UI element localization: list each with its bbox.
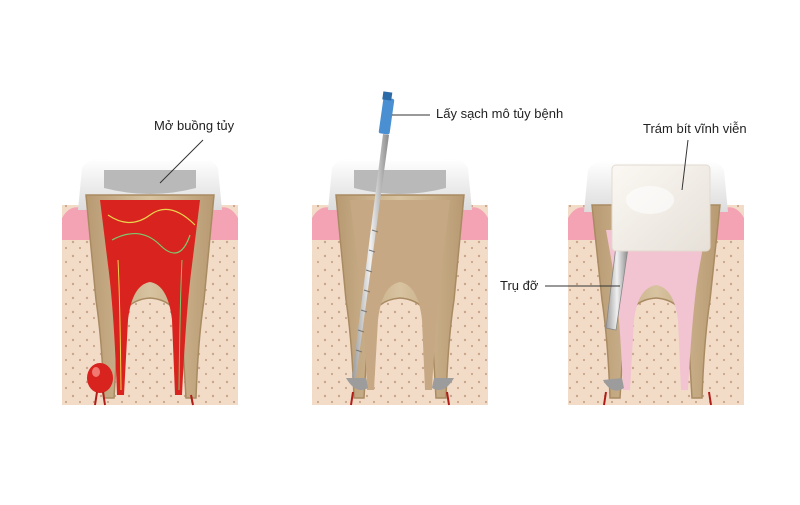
opened-chamber-cap: [104, 170, 196, 194]
file-shaft: [352, 134, 389, 378]
filling-highlight: [626, 186, 674, 214]
apex-seal: [603, 378, 624, 391]
vessel: [603, 391, 712, 406]
label-permanent-fill: Trám bít vĩnh viễn: [643, 121, 747, 136]
infected-pulp: [100, 200, 200, 395]
file-grooves: [355, 229, 379, 353]
nerve-line: [107, 208, 196, 226]
label-post: Trụ đỡ: [500, 278, 539, 293]
gum-left: [62, 207, 90, 240]
apex-seal: [346, 378, 368, 391]
nerve-line: [178, 259, 183, 391]
leader-permanent-fill: [681, 139, 689, 191]
abscess: [87, 363, 113, 393]
label-open-chamber: Mở buồng tủy: [154, 118, 235, 133]
apex-seal: [432, 378, 454, 391]
tooth-cleaning: [312, 91, 488, 406]
nerve-line: [111, 233, 191, 254]
tooth-permanent-fill: [545, 139, 744, 406]
leader-open-chamber: [159, 139, 204, 184]
vessel: [350, 391, 450, 406]
vessel: [94, 391, 106, 406]
tooth-open-chamber: [62, 139, 238, 406]
label-clean-pulp: Lấy sạch mô tủy bệnh: [436, 106, 564, 121]
nerve-line: [117, 259, 122, 391]
vessel: [190, 394, 194, 406]
endodontic-file: [352, 91, 395, 378]
gum-right: [210, 207, 238, 240]
file-handle-cap: [382, 91, 393, 101]
cleaned-canal: [350, 200, 450, 390]
gum-left: [312, 207, 340, 240]
file-handle: [378, 97, 395, 135]
gum-right: [460, 207, 488, 240]
sealed-canal: [606, 230, 706, 390]
gum-right: [716, 207, 744, 240]
abscess-highlight: [92, 367, 100, 377]
opened-chamber-cap: [354, 170, 446, 194]
gum-left: [568, 207, 596, 240]
